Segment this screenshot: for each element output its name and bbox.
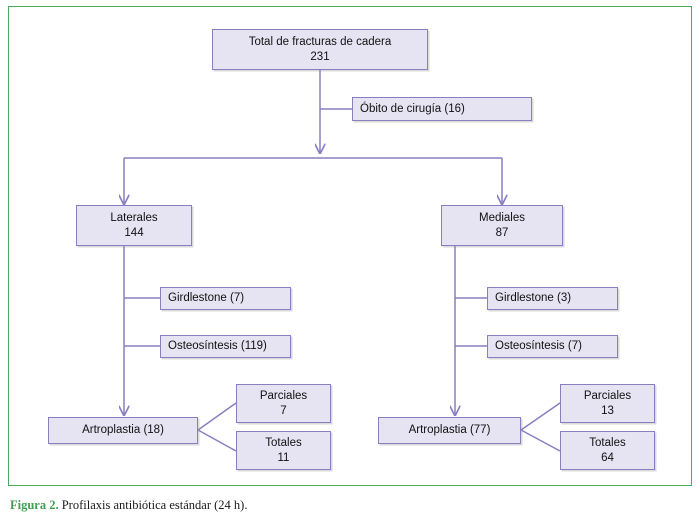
node-osteosintesis-medial-label: Osteosíntesis (7) bbox=[495, 340, 582, 353]
figure-caption-text: Profilaxis antibiótica estándar (24 h). bbox=[58, 498, 248, 512]
node-total-fracturas: Total de fracturas de cadera 231 bbox=[212, 29, 428, 70]
node-parciales-medial-label: Parciales bbox=[583, 390, 632, 403]
node-osteosintesis-medial: Osteosíntesis (7) bbox=[487, 335, 618, 358]
node-girdlestone-medial-label: Girdlestone (3) bbox=[495, 292, 572, 305]
node-artroplastia-lateral-label: Artroplastia (18) bbox=[82, 424, 164, 437]
node-parciales-lateral: Parciales 7 bbox=[236, 384, 331, 423]
figure-caption-label: Figura 2. bbox=[10, 498, 59, 512]
node-parciales-lateral-label: Parciales bbox=[259, 390, 308, 403]
node-total-label: Total de fracturas de cadera bbox=[248, 36, 392, 49]
node-parciales-lateral-value: 7 bbox=[280, 404, 287, 417]
node-obito-cirugia: Óbito de cirugía (16) bbox=[352, 97, 532, 121]
node-obito-label: Óbito de cirugía (16) bbox=[360, 102, 465, 115]
node-mediales: Mediales 87 bbox=[441, 205, 563, 246]
node-girdlestone-lateral: Girdlestone (7) bbox=[160, 287, 291, 310]
node-osteosintesis-lateral: Osteosíntesis (119) bbox=[160, 335, 291, 358]
node-totales-lateral-value: 11 bbox=[277, 451, 290, 464]
node-girdlestone-lateral-label: Girdlestone (7) bbox=[168, 292, 245, 305]
node-totales-medial-value: 64 bbox=[601, 451, 614, 464]
node-girdlestone-medial: Girdlestone (3) bbox=[487, 287, 618, 310]
node-total-value: 231 bbox=[310, 50, 330, 63]
node-totales-lateral-label: Totales bbox=[265, 437, 302, 450]
node-parciales-medial-value: 13 bbox=[601, 404, 614, 417]
node-totales-medial-label: Totales bbox=[589, 437, 626, 450]
node-osteosintesis-lateral-label: Osteosíntesis (119) bbox=[168, 340, 267, 353]
node-laterales: Laterales 144 bbox=[76, 205, 192, 246]
node-mediales-label: Mediales bbox=[478, 212, 526, 225]
node-artroplastia-medial: Artroplastia (77) bbox=[378, 417, 521, 444]
node-laterales-label: Laterales bbox=[110, 212, 158, 225]
node-mediales-value: 87 bbox=[495, 226, 509, 239]
node-parciales-medial: Parciales 13 bbox=[560, 384, 655, 423]
node-totales-lateral: Totales 11 bbox=[236, 431, 331, 470]
node-laterales-value: 144 bbox=[124, 226, 144, 239]
node-artroplastia-lateral: Artroplastia (18) bbox=[48, 417, 198, 444]
node-artroplastia-medial-label: Artroplastia (77) bbox=[408, 424, 491, 437]
figure-caption: Figura 2. Profilaxis antibiótica estánda… bbox=[10, 498, 690, 513]
node-totales-medial: Totales 64 bbox=[560, 431, 655, 470]
